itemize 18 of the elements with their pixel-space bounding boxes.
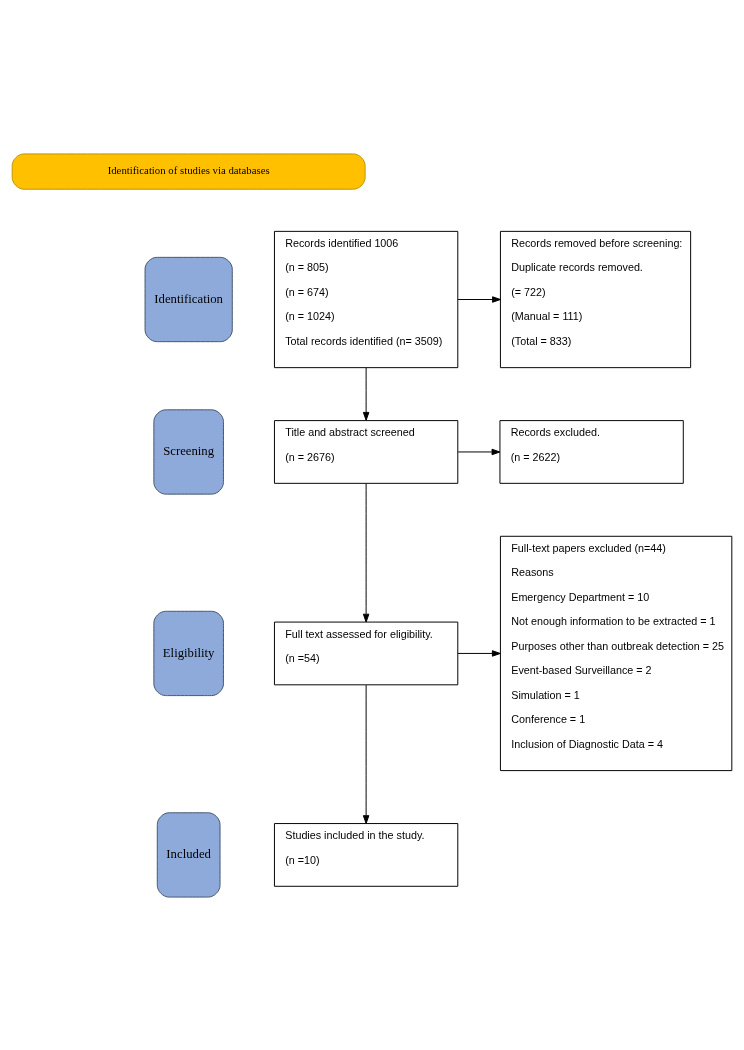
node-box: Identification <box>144 256 233 342</box>
arrow <box>457 295 501 303</box>
node-box: Records excluded. (n = 2622) <box>499 419 684 484</box>
arrow <box>457 448 501 455</box>
node-box: Full text assessed for eligibility. (n =54) <box>273 621 459 685</box>
node-box: Full-text papers excluded (n=44) Reasons Emergency Department = 10 Not enough information to be extracted = 1 Purposes other than outbreak detection = 25 Event-based Surveillance = 2 Simulation = 1 Conference = 1 Inclusion of Diagnostic Data = 4 <box>499 535 733 771</box>
node-box: Records identified 1006 (n = 805) (n = 674) (n = 1024) Total records identified (n= 3509) <box>273 230 459 368</box>
node-box: Records removed before screening: Duplicate records removed. (= 722) (Manual = 111) (Total = 833) <box>499 230 692 368</box>
node-box: Title and abstract screened (n = 2676) <box>273 419 459 484</box>
node-box: Studies included in the study. (n =10) <box>273 822 459 887</box>
arrow <box>362 366 370 421</box>
node-box: Screening <box>153 408 224 495</box>
arrow <box>362 684 370 824</box>
node-box: Included <box>156 811 221 898</box>
node-box: Eligibility <box>153 610 224 696</box>
arrow <box>362 482 370 622</box>
node-box: Identification of studies via databases <box>11 152 366 190</box>
arrow <box>457 649 501 657</box>
